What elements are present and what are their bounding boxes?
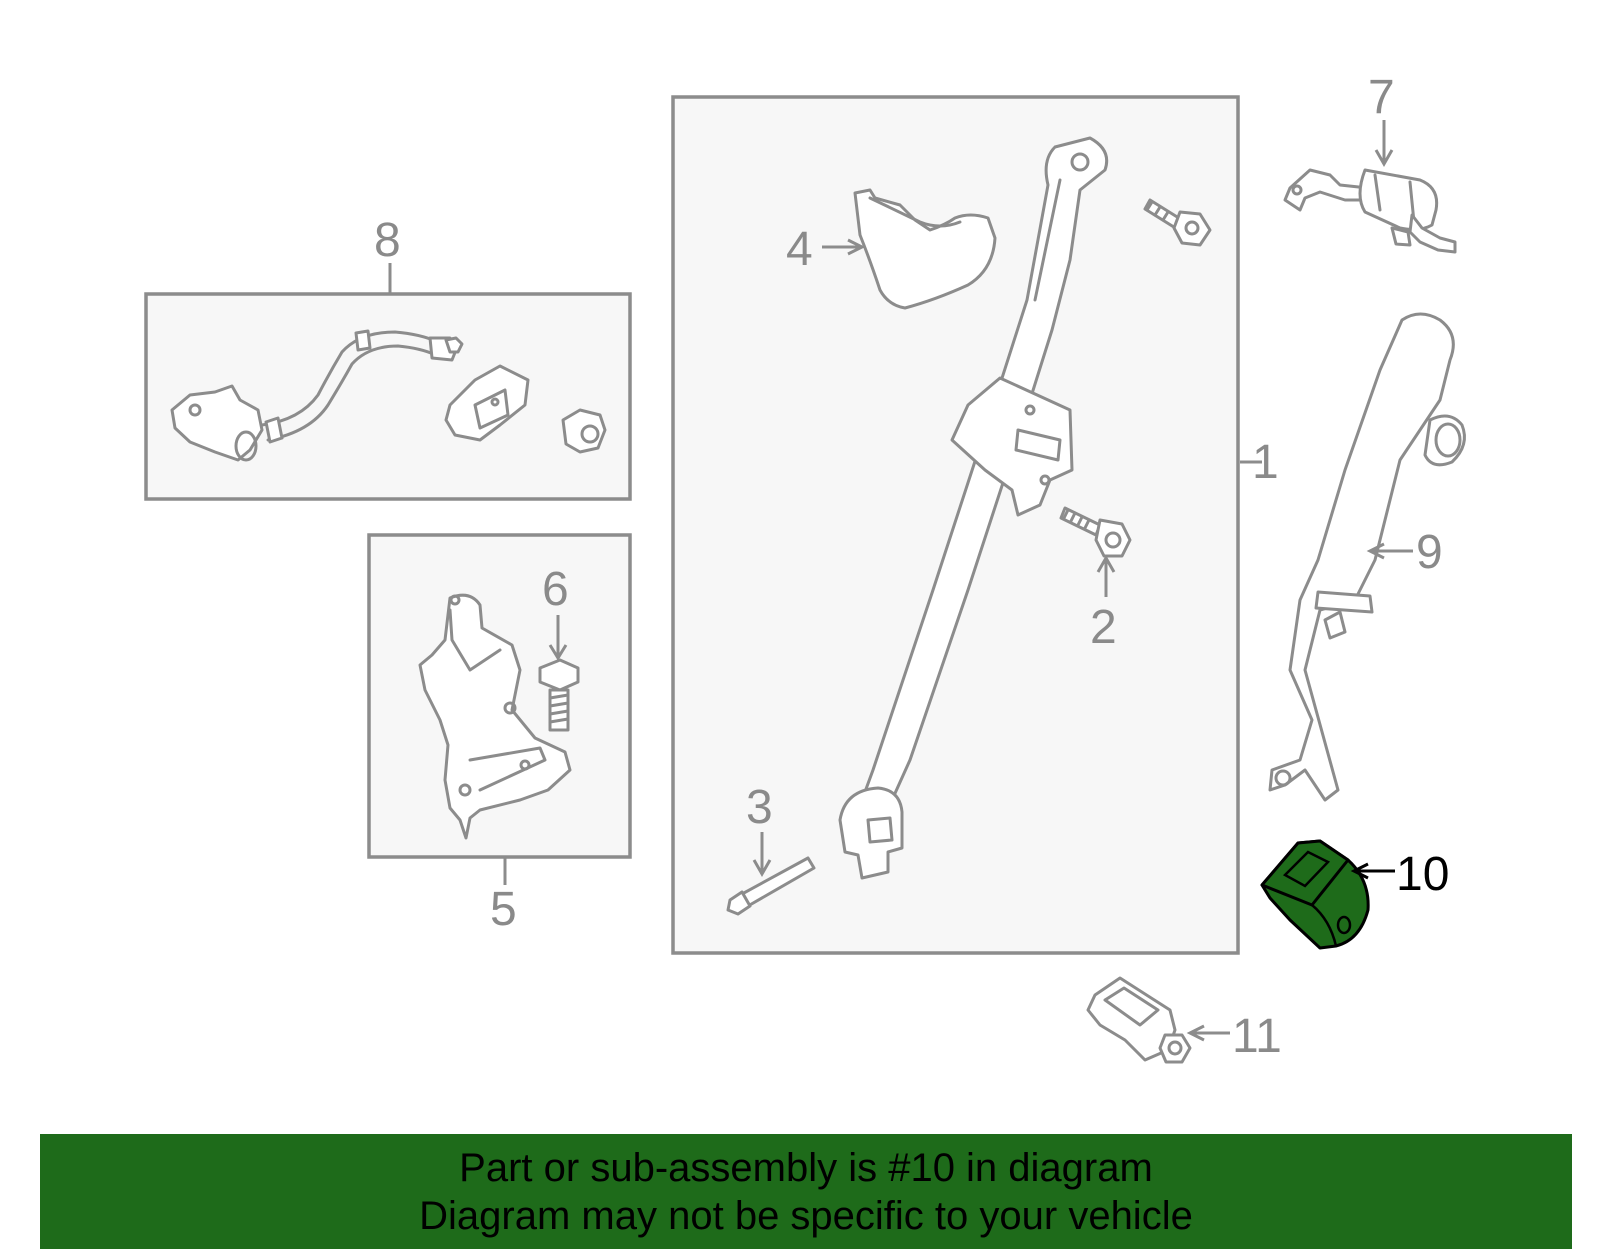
- part-8-harness: [170, 329, 607, 462]
- leader-2: [1096, 554, 1116, 597]
- callout-6: 6: [542, 563, 569, 616]
- part-7-anchor: [1283, 168, 1457, 254]
- leader-3: [752, 832, 772, 878]
- callout-10[interactable]: 10: [1396, 848, 1449, 901]
- part-6-bolt: [538, 658, 580, 732]
- callout-5: 5: [490, 883, 517, 936]
- part-5-bracket: [418, 593, 572, 840]
- leader-9: [1366, 542, 1413, 560]
- callout-4: 4: [786, 223, 813, 276]
- part-4-trim-cover: [853, 188, 997, 310]
- part-9-rear-belt: [1268, 312, 1466, 802]
- callout-8: 8: [374, 214, 401, 267]
- part-2-bolt: [1059, 506, 1132, 558]
- callout-9: 9: [1416, 526, 1443, 579]
- banner-line-disclaimer: Diagram may not be specific to your vehi…: [419, 1193, 1193, 1238]
- callout-11: 11: [1232, 1010, 1282, 1063]
- info-banner: Part or sub-assembly is #10 in diagram D…: [40, 1134, 1572, 1249]
- callout-7: 7: [1368, 71, 1395, 124]
- part-10-buckle-cover[interactable]: [1260, 839, 1370, 950]
- part-1-upper-bolt: [1143, 198, 1212, 247]
- leader-4: [822, 238, 866, 256]
- callout-3: 3: [746, 781, 773, 834]
- leader-10: [1350, 862, 1395, 880]
- leader-11: [1186, 1024, 1230, 1042]
- leader-7: [1374, 120, 1394, 168]
- part-3-pin: [726, 856, 816, 916]
- part-11-buckle: [1086, 976, 1192, 1064]
- callout-1: 1: [1252, 436, 1279, 489]
- leader-6: [548, 615, 568, 661]
- callout-2: 2: [1090, 601, 1117, 654]
- banner-line-part: Part or sub-assembly is #10 in diagram: [459, 1145, 1153, 1190]
- part-1-seat-belt-assembly: [838, 136, 1109, 880]
